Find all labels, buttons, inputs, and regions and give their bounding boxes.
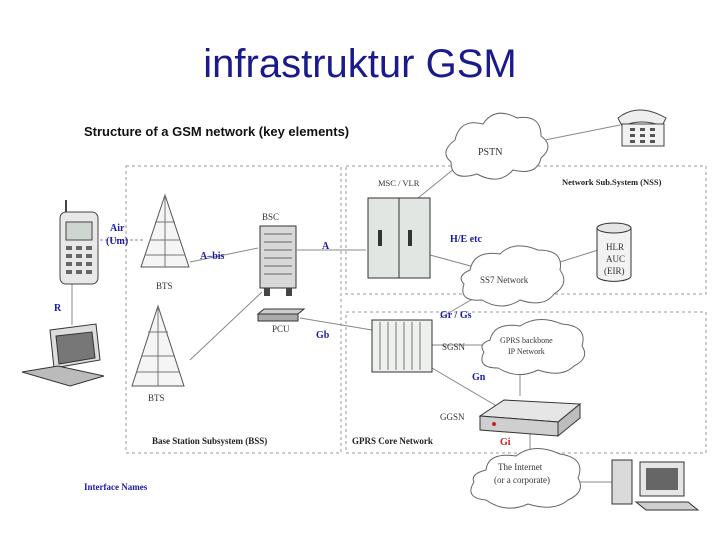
bsc-label: BSC [262,212,279,222]
bts-top-label: BTS [156,281,173,291]
laptop-icon [21,323,105,387]
diagram-heading: Structure of a GSM network (key elements… [84,124,349,139]
internet-label-1: The Internet [498,462,543,472]
gprs-backbone-label-1: GPRS backbone [500,336,553,345]
a-interface-label: A [322,241,330,252]
ggsn-router-icon [478,399,582,438]
telephone-icon [617,109,667,147]
internet-cloud: The Internet (or a corporate) [470,448,581,509]
um-interface-label: (Um) [106,236,128,247]
bts-bottom-label: BTS [148,393,165,403]
r-interface-label: R [54,303,62,314]
gprs-core-region-label: GPRS Core Network [352,436,433,446]
gprs-backbone-label-2: IP Network [508,347,545,356]
sgsn-label: SGSN [442,342,466,352]
hlr-database-icon [596,222,632,282]
bts-tower-bottom-icon [131,304,185,387]
auc-label: AUC [606,254,625,264]
eir-label: (EIR) [604,266,625,276]
msc-cabinet-icon [367,197,431,279]
bss-region [125,165,342,454]
gr-gs-interface-label: Gr / Gs [440,310,472,321]
gprs-backbone-cloud: GPRS backbone IP Network [481,319,586,375]
nss-label: Network Sub.System (NSS) [562,177,662,187]
ggsn-label: GGSN [440,412,465,422]
mobile-phone-icon [59,200,99,285]
gi-interface-label: Gi [500,437,511,448]
ss7-label: SS7 Network [480,275,529,285]
msc-vlr-label: MSC / VLR [378,178,420,188]
bts-tower-top-icon [140,193,190,268]
a-bis-interface-label: A–bis [200,251,225,262]
pstn-cloud: PSTN [445,112,549,180]
bsc-rack-icon [259,225,297,296]
hlr-label: HLR [606,242,624,252]
pstn-label: PSTN [478,147,502,158]
interface-names-legend: Interface Names [84,482,148,492]
gb-interface-label: Gb [316,330,330,341]
slide-title: infrastruktur GSM [203,42,517,86]
ss7-cloud: SS7 Network [460,245,565,307]
he-interface-label: H/E etc [450,234,482,245]
gn-interface-label: Gn [472,372,486,383]
pcu-label: PCU [272,324,290,334]
pcu-device-icon [256,308,306,322]
bss-region-label: Base Station Subsystem (BSS) [152,436,267,446]
sgsn-rack-icon [371,319,433,373]
desktop-computer-icon [611,459,700,511]
air-interface-label: Air [110,223,125,234]
internet-label-2: (or a corporate) [494,475,550,485]
